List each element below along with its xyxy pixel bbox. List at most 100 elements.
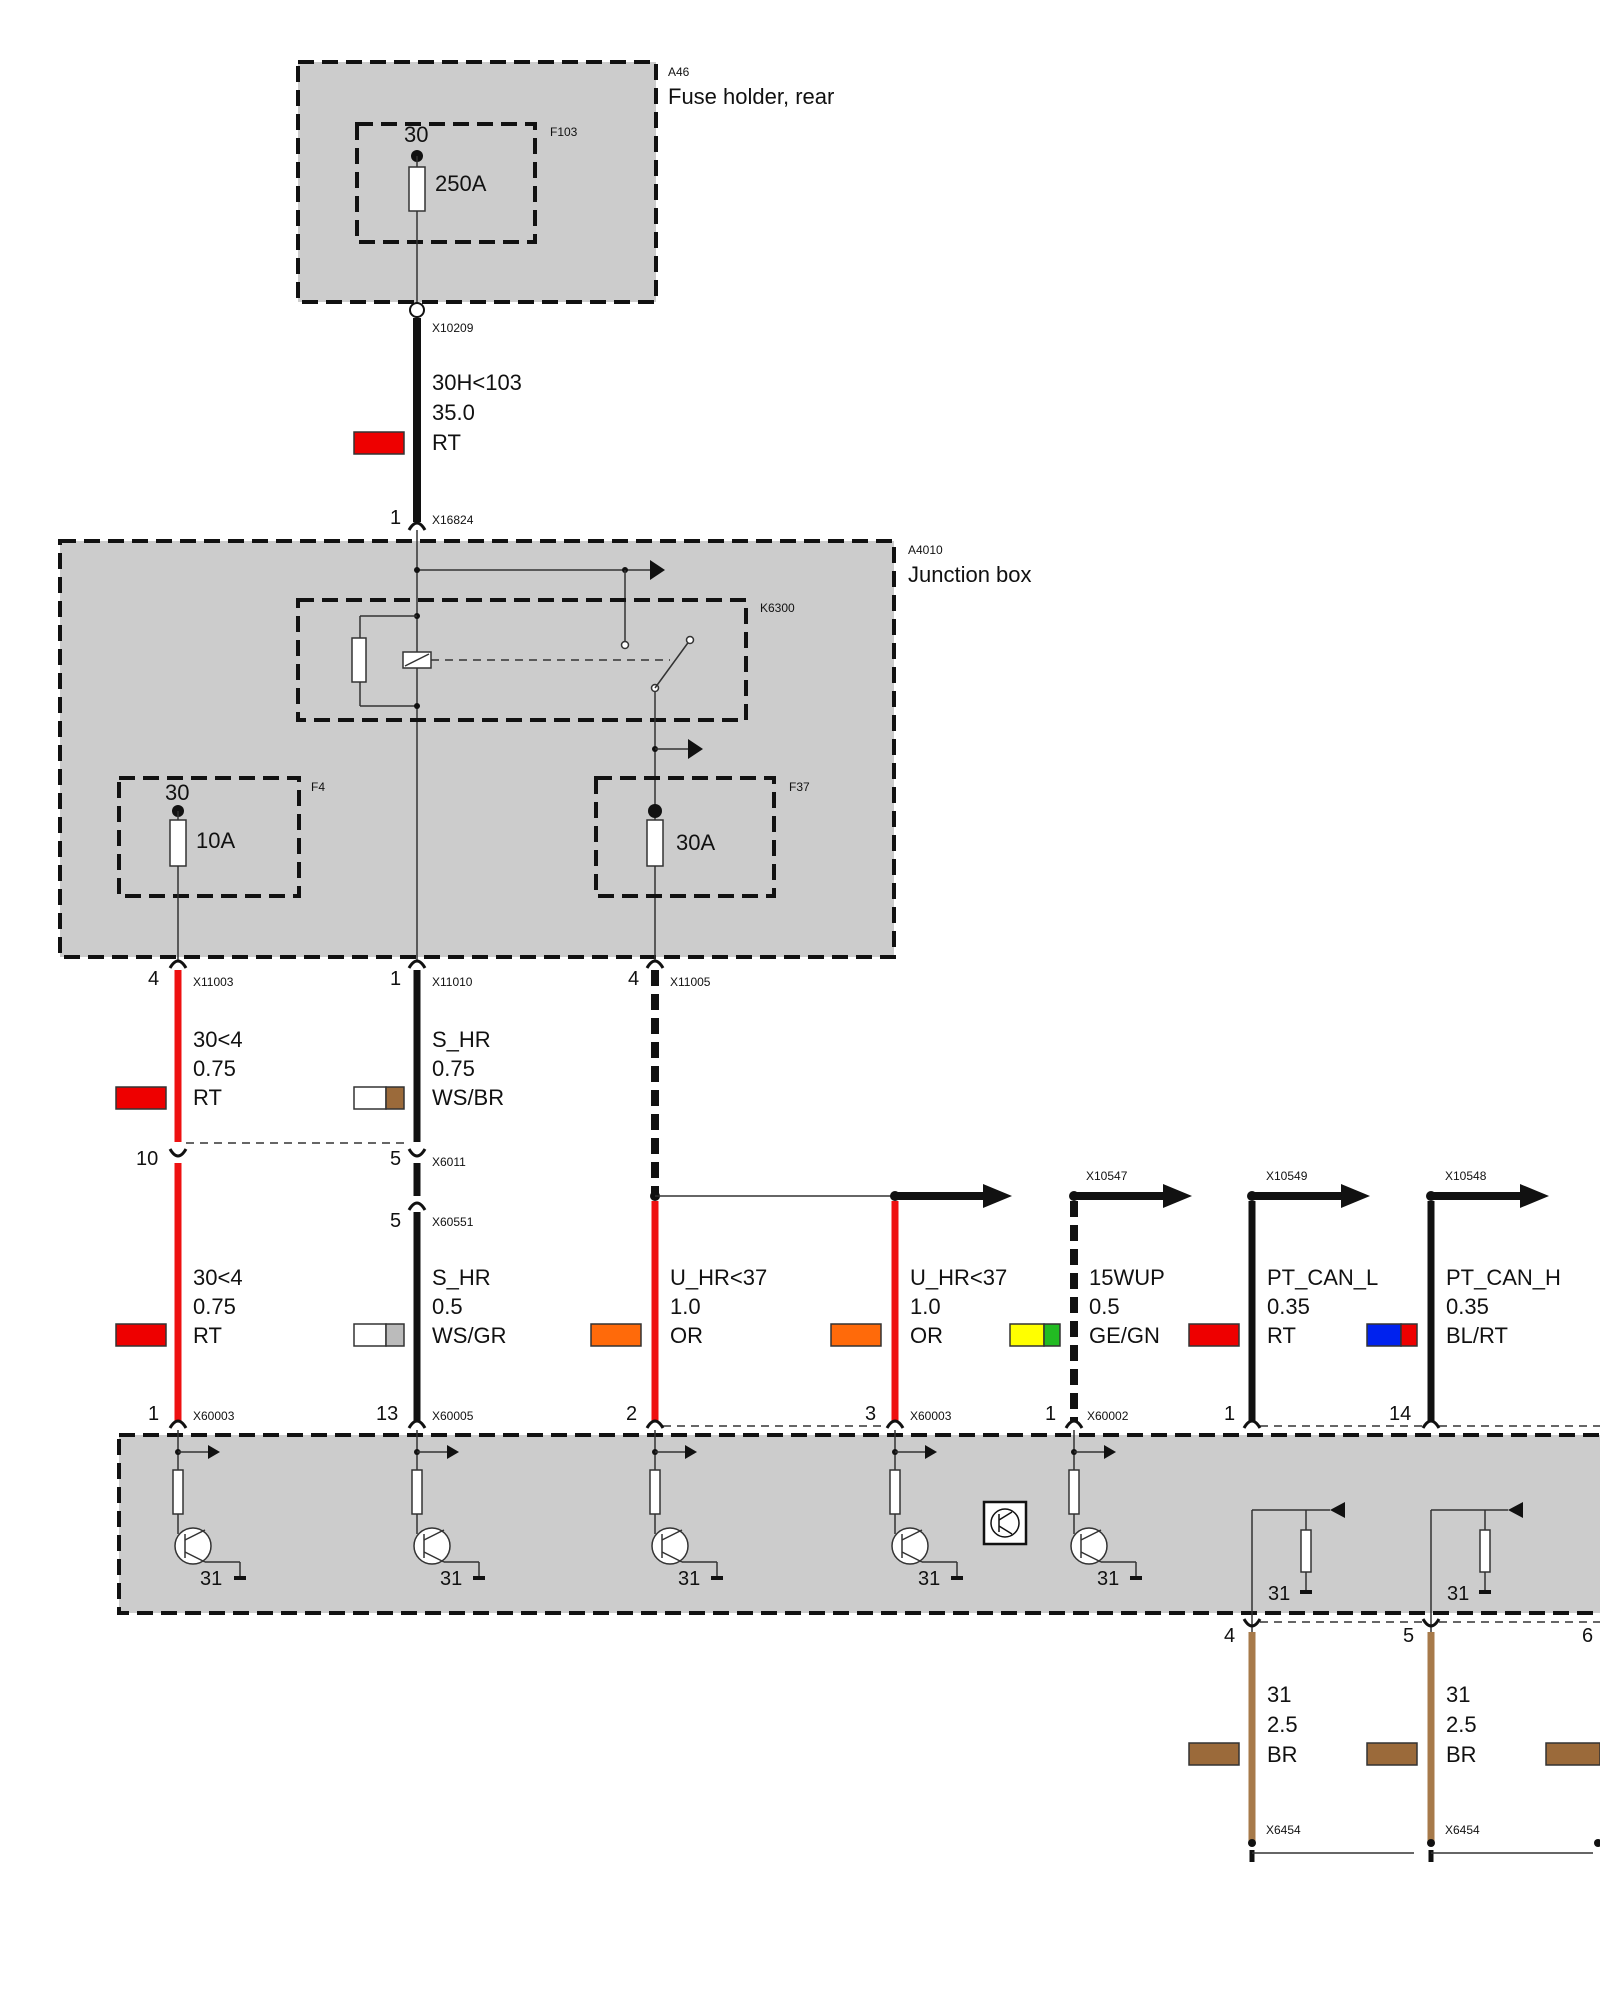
- wup-color: GE/GN: [1089, 1323, 1160, 1348]
- can-l-signal: PT_CAN_L: [1267, 1265, 1378, 1290]
- u-hr-b-signal: U_HR<37: [910, 1265, 1007, 1290]
- fuse-holder-code: A46: [668, 65, 690, 79]
- x11005-pin: 4: [628, 968, 639, 990]
- u-hr-a-signal: U_HR<37: [670, 1265, 767, 1290]
- connector-x11003: X11003: [193, 975, 234, 989]
- ground-connector-b: X6454: [1445, 1823, 1480, 1837]
- connector-x11005: X11005: [670, 975, 711, 989]
- relay-resistor-icon: [351, 637, 367, 683]
- can-h-size: 0.35: [1446, 1294, 1489, 1319]
- gnd-b-swatch: [1366, 1742, 1418, 1766]
- can-h-signal: PT_CAN_H: [1446, 1265, 1561, 1290]
- driver-stage-3: 31: [649, 1430, 723, 1590]
- fuse-f103-rating: 250A: [435, 171, 487, 196]
- ground-pin-5: 5: [1403, 1625, 1414, 1647]
- junction-box-name: Junction box: [908, 562, 1032, 587]
- u-hr-a-color: OR: [670, 1323, 703, 1348]
- bottom-connector-4: 3 X60003: [865, 1403, 952, 1429]
- transistor-icon: [174, 1527, 212, 1565]
- fuse-holder-name: Fuse holder, rear: [668, 84, 834, 109]
- relay-code: K6300: [760, 601, 795, 615]
- ground-label: 31: [678, 1568, 700, 1590]
- ground-label: 31: [1097, 1568, 1119, 1590]
- w30-4-upper-size: 0.75: [193, 1056, 236, 1081]
- connector-x10548: X10548: [1445, 1169, 1487, 1183]
- can-termination-1: 31: [1251, 1502, 1345, 1640]
- s-hr-upper-size: 0.75: [432, 1056, 475, 1081]
- x6011-pin-right: 5: [390, 1148, 401, 1170]
- bottom-pin-2: 13: [376, 1403, 398, 1425]
- driver-stage-4: 31: [889, 1430, 963, 1590]
- ground-connector-a: X6454: [1266, 1823, 1301, 1837]
- bottom-code-4: X60003: [910, 1409, 952, 1423]
- can-l-color: RT: [1267, 1323, 1296, 1348]
- fuse-f4-pin: 30: [165, 780, 189, 805]
- driver-stage-2: 31: [411, 1430, 485, 1590]
- fuse-f103-icon: [408, 166, 426, 212]
- can-h-color: BL/RT: [1446, 1323, 1508, 1348]
- gnd-a-signal: 31: [1267, 1682, 1291, 1707]
- junction-box: A4010 Junction box K6300 F4 30: [58, 530, 1032, 962]
- connector-x10549: X10549: [1266, 1169, 1308, 1183]
- fuse-holder-rear: A46 Fuse holder, rear F103 30 250A: [296, 60, 834, 305]
- s-hr-lower-size: 0.5: [432, 1294, 463, 1319]
- connector-x10547: X10547: [1086, 1169, 1128, 1183]
- gnd-b-size: 2.5: [1446, 1712, 1477, 1737]
- transistor-icon: [651, 1527, 689, 1565]
- u-hr-b-color: OR: [910, 1323, 943, 1348]
- ground-label: 31: [200, 1568, 222, 1590]
- s-hr-upper-swatch: [353, 1086, 405, 1110]
- bottom-connector-5: 1 X60002: [1045, 1403, 1129, 1429]
- s-hr-upper-color: WS/BR: [432, 1085, 504, 1110]
- bottom-pin-7: 14: [1389, 1403, 1411, 1425]
- wup-signal: 15WUP: [1089, 1265, 1165, 1290]
- u-hr-arrow-icon: [983, 1184, 1012, 1208]
- bottom-pin-6: 1: [1224, 1403, 1235, 1425]
- s-hr-upper-signal: S_HR: [432, 1027, 491, 1052]
- w30-4-lower-size: 0.75: [193, 1294, 236, 1319]
- fuse-f103-pin: 30: [404, 122, 428, 147]
- u-hr-a-swatch: [590, 1323, 642, 1347]
- w30-4-lower-signal: 30<4: [193, 1265, 243, 1290]
- connector-x60551: X60551: [432, 1215, 474, 1229]
- fuse-f4-icon: [169, 819, 187, 867]
- s-hr-lower-swatch: [353, 1323, 405, 1347]
- driver-stage-5: 31: [1068, 1430, 1142, 1590]
- w30-4-upper-signal: 30<4: [193, 1027, 243, 1052]
- gnd-b-color: BR: [1446, 1742, 1477, 1767]
- smart-driver-icon: [982, 1500, 1028, 1546]
- s-hr-lower-color: WS/GR: [432, 1323, 507, 1348]
- ground-pin-4: 4: [1224, 1625, 1235, 1647]
- can-l-size: 0.35: [1267, 1294, 1310, 1319]
- w30-4-upper-swatch: [115, 1086, 167, 1110]
- fuse-f4-rating: 10A: [196, 828, 235, 853]
- main-wire-color: RT: [432, 430, 461, 455]
- fuse-f37-code: F37: [789, 780, 810, 794]
- bottom-pin-1: 1: [148, 1403, 159, 1425]
- gnd-b-signal: 31: [1446, 1682, 1470, 1707]
- gnd-a-color: BR: [1267, 1742, 1298, 1767]
- x11010-pin: 1: [390, 968, 401, 990]
- wup-size: 0.5: [1089, 1294, 1120, 1319]
- transistor-icon: [891, 1527, 929, 1565]
- fuse-f37-icon: [646, 819, 664, 867]
- s-hr-lower-signal: S_HR: [432, 1265, 491, 1290]
- transistor-icon: [413, 1527, 451, 1565]
- transistor-icon: [1070, 1527, 1108, 1565]
- fuse-f4-code: F4: [311, 780, 325, 794]
- gnd-a-swatch: [1188, 1742, 1240, 1766]
- u-hr-b-size: 1.0: [910, 1294, 941, 1319]
- x16824-pin: 1: [390, 507, 401, 529]
- bottom-code-1: X60003: [193, 1409, 235, 1423]
- ground-label: 31: [1447, 1583, 1469, 1605]
- can-l-swatch: [1188, 1323, 1240, 1347]
- bottom-pin-3: 2: [626, 1403, 637, 1425]
- w30-4-lower-color: RT: [193, 1323, 222, 1348]
- wup-swatch: [1009, 1323, 1061, 1347]
- ground-label: 31: [918, 1568, 940, 1590]
- bottom-code-2: X60005: [432, 1409, 474, 1423]
- x11003-pin: 4: [148, 968, 159, 990]
- u-hr-b-swatch: [830, 1323, 882, 1347]
- gnd-c-swatch: [1545, 1742, 1600, 1766]
